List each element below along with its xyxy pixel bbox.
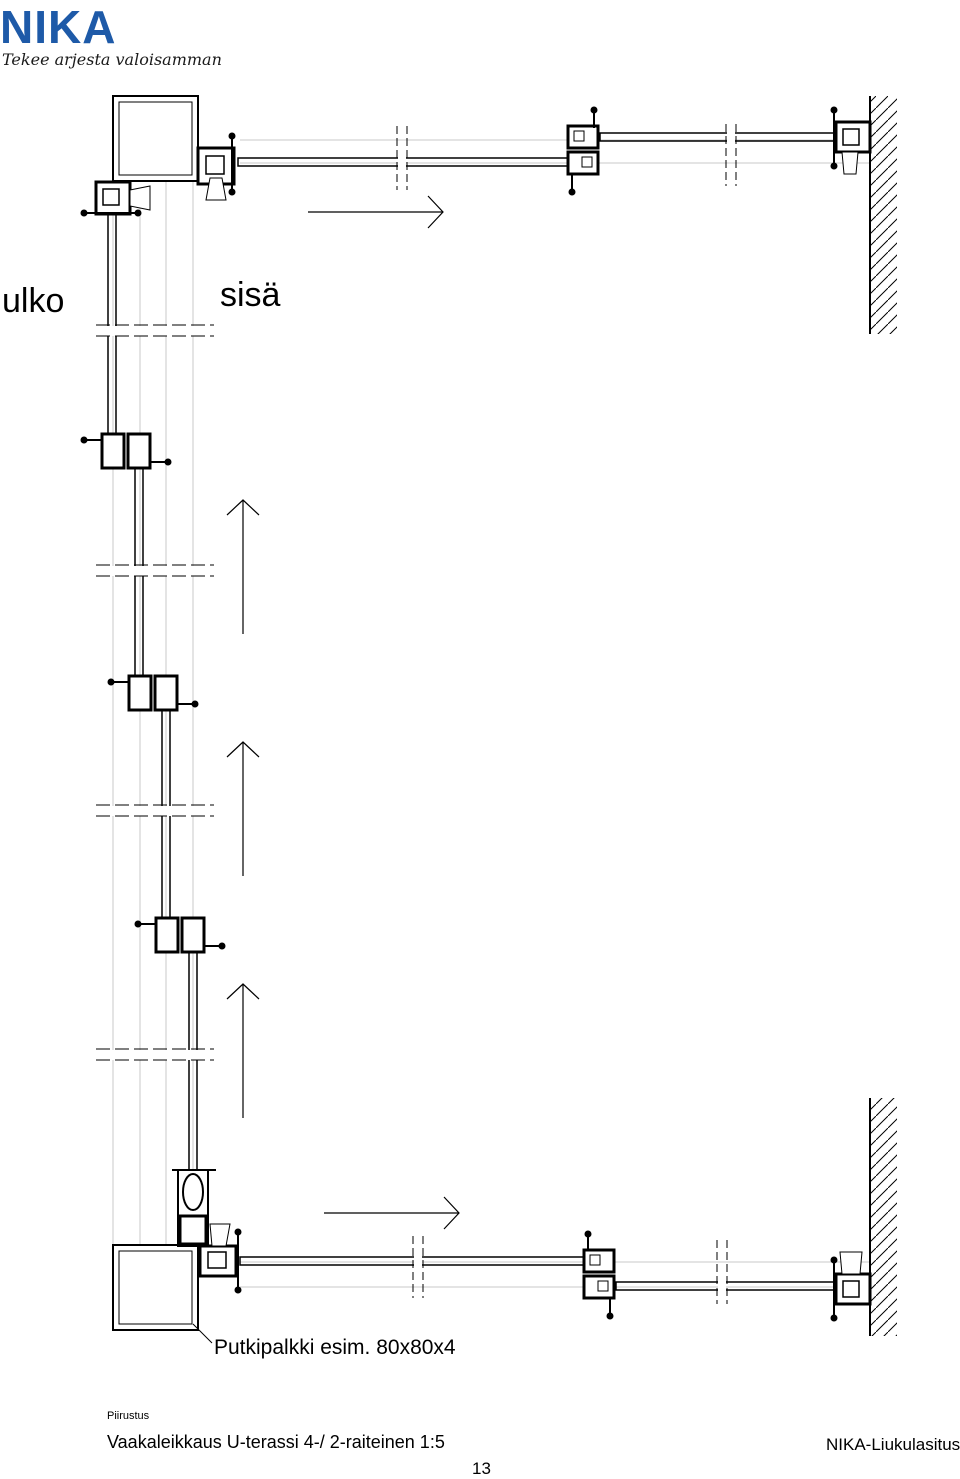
wall-top xyxy=(869,96,897,334)
profile-top-left-track xyxy=(196,146,236,201)
page-number: 13 xyxy=(472,1459,491,1478)
profile-left-joint-3 xyxy=(154,916,206,954)
square-beam-top xyxy=(112,95,199,182)
inside-label: sisä xyxy=(220,276,281,314)
profile-bottom-left-track xyxy=(198,1223,238,1278)
profile-top-right-wall xyxy=(834,120,872,175)
arrow-up-1 xyxy=(226,499,260,634)
profile-left-top-corner xyxy=(94,180,151,216)
arrow-up-2 xyxy=(226,741,260,876)
arrow-top-right xyxy=(308,195,444,229)
top-break-gaps xyxy=(398,126,735,172)
top-break-marks xyxy=(396,124,737,190)
arrow-up-3 xyxy=(226,983,260,1118)
logo-slogan: Tekee arjesta valoisamman xyxy=(2,50,222,69)
bottom-break-marks xyxy=(412,1236,728,1304)
vertical-break-bands xyxy=(96,324,214,1061)
brand-name: NIKA-Liukulasitus xyxy=(826,1435,960,1454)
profile-left-bottom-hinge xyxy=(172,1169,216,1247)
movement-arrows xyxy=(226,195,460,1230)
guide-lines xyxy=(112,139,870,1288)
bottom-break-gaps xyxy=(414,1250,726,1298)
drawing-caption: Piirustus xyxy=(107,1410,150,1422)
logo-wordmark: NIKA xyxy=(0,1,117,53)
nika-logo: NIKA Tekee arjesta valoisamman xyxy=(0,2,222,69)
square-beam-bottom xyxy=(112,1244,199,1331)
profile-bottom-right-wall xyxy=(834,1251,872,1306)
profile-bottom-middle-joint xyxy=(582,1248,616,1300)
top-glass-panels xyxy=(237,132,836,167)
beam-leader-line xyxy=(192,1323,213,1344)
outside-label: ulko xyxy=(2,282,65,320)
handles xyxy=(80,106,838,1322)
arrow-bottom-right xyxy=(324,1196,460,1230)
drawing-title: Vaakaleikkaus U-terassi 4-/ 2-raiteinen … xyxy=(107,1432,445,1452)
profile-top-middle-joint xyxy=(566,124,600,176)
wall-bottom xyxy=(869,1098,897,1336)
beam-label: Putkipalkki esim. 80x80x4 xyxy=(214,1336,456,1359)
profile-left-joint-1 xyxy=(100,432,152,470)
profile-left-joint-2 xyxy=(127,674,179,712)
profiles xyxy=(94,120,872,1306)
